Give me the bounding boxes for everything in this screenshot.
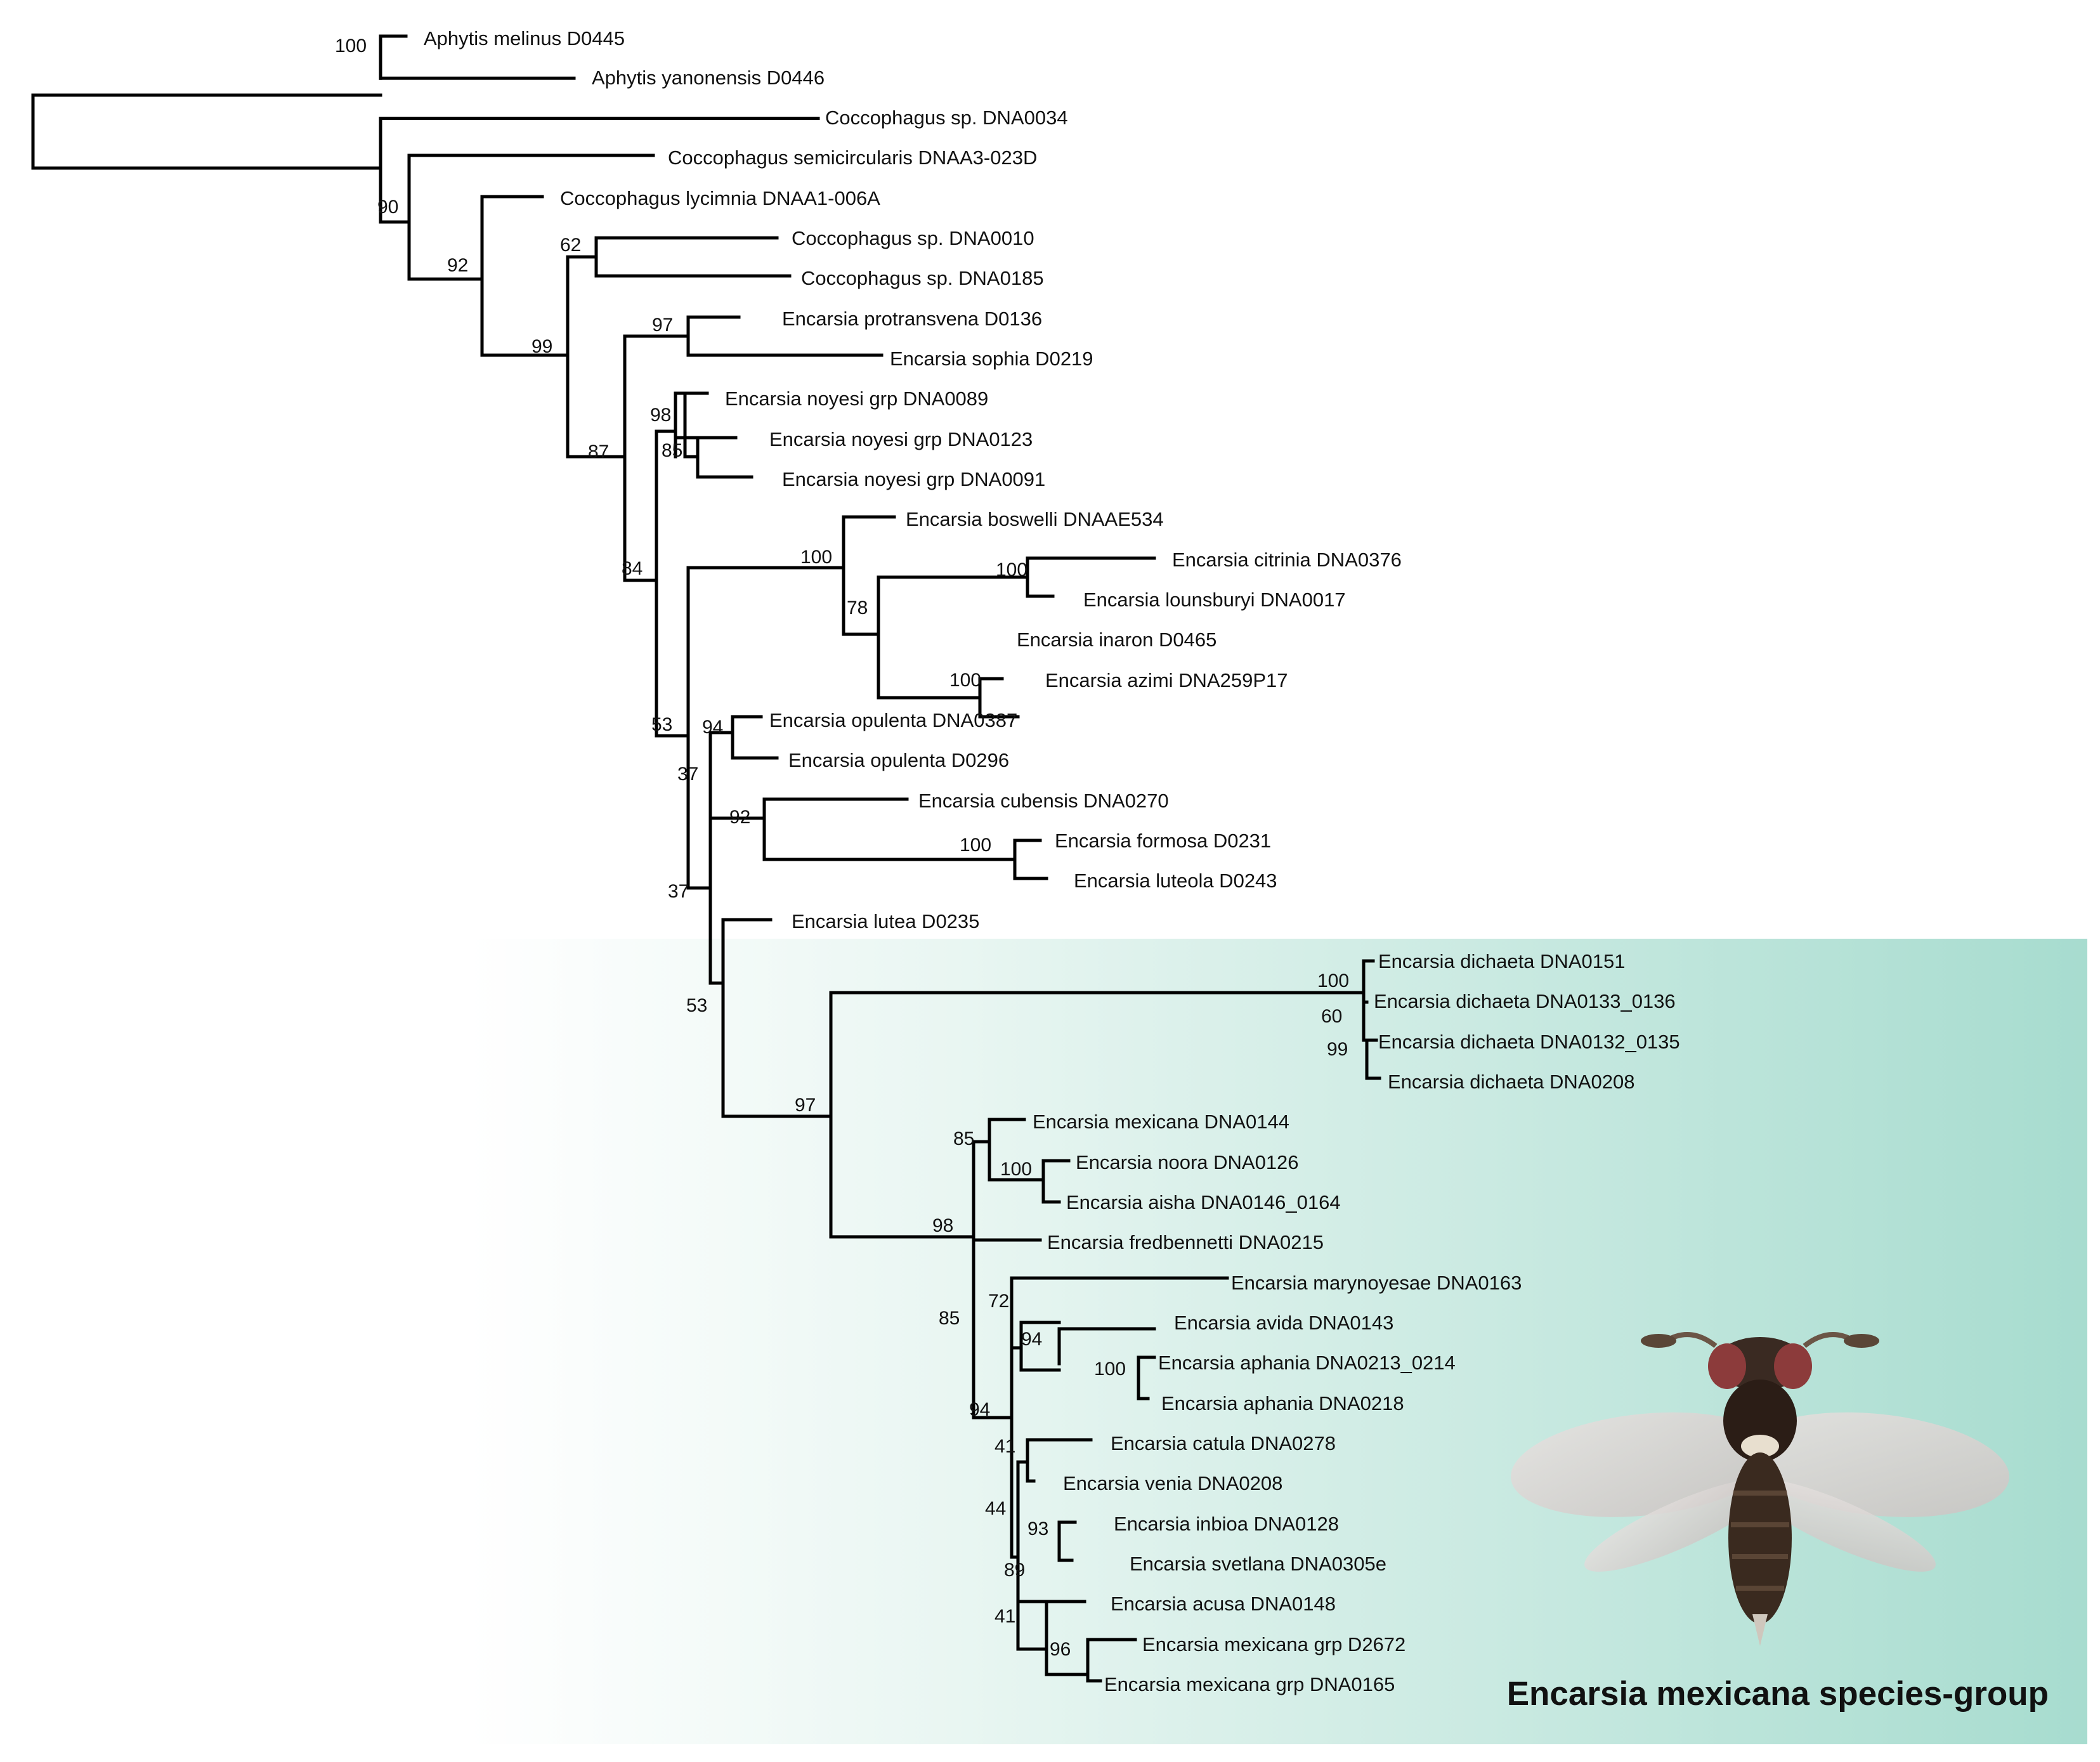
support-value: 85 xyxy=(939,1308,960,1329)
taxon-label: Encarsia luteola D0243 xyxy=(1074,870,1277,892)
support-value: 78 xyxy=(847,597,868,618)
support-value: 60 xyxy=(1321,1006,1342,1027)
support-value: 100 xyxy=(996,559,1027,580)
taxon-label: Encarsia aisha DNA0146_0164 xyxy=(1066,1191,1341,1213)
support-value: 100 xyxy=(1000,1159,1032,1180)
taxon-label: Encarsia cubensis DNA0270 xyxy=(918,790,1169,812)
wasp-image xyxy=(1510,1332,2010,1646)
taxon-label: Encarsia lounsburyi DNA0017 xyxy=(1083,589,1346,611)
support-value: 97 xyxy=(795,1095,816,1116)
support-value: 53 xyxy=(686,995,707,1016)
taxon-label: Encarsia sophia D0219 xyxy=(890,348,1093,370)
support-value: 90 xyxy=(377,197,398,218)
taxon-label: Encarsia azimi DNA259P17 xyxy=(1045,669,1288,691)
support-value: 84 xyxy=(622,558,642,579)
support-value: 99 xyxy=(1327,1039,1348,1060)
support-value: 94 xyxy=(1021,1329,1042,1350)
support-value: 100 xyxy=(960,835,991,856)
support-value: 100 xyxy=(1317,970,1349,991)
support-value: 37 xyxy=(677,764,698,785)
taxon-label: Encarsia acusa DNA0148 xyxy=(1111,1593,1336,1615)
support-value: 98 xyxy=(932,1215,953,1236)
support-values: 100 90 92 99 62 87 97 84 98 85 53 100 78 100 100 37 94 92… xyxy=(335,36,1349,1660)
taxon-label: Encarsia inaron D0465 xyxy=(1017,629,1216,651)
support-value: 96 xyxy=(1050,1639,1071,1660)
taxon-label: Encarsia fredbennetti DNA0215 xyxy=(1047,1231,1324,1253)
taxon-label: Encarsia svetlana DNA0305e xyxy=(1130,1553,1386,1575)
support-value: 92 xyxy=(447,255,468,276)
support-value: 41 xyxy=(995,1606,1015,1627)
taxon-label: Encarsia boswelli DNAAE534 xyxy=(906,508,1164,530)
taxon-label: Encarsia avida DNA0143 xyxy=(1174,1312,1393,1334)
support-value: 92 xyxy=(729,807,750,828)
taxon-label: Coccophagus sp. DNA0034 xyxy=(825,107,1068,129)
taxon-label: Encarsia opulenta DNA0387 xyxy=(769,709,1017,731)
taxon-label: Encarsia citrinia DNA0376 xyxy=(1172,549,1402,571)
taxon-label: Encarsia dichaeta DNA0208 xyxy=(1388,1071,1634,1093)
taxon-label: Encarsia dichaeta DNA0151 xyxy=(1378,950,1625,972)
taxon-label: Encarsia noyesi grp DNA0089 xyxy=(725,388,988,410)
taxon-label: Encarsia noyesi grp DNA0091 xyxy=(782,468,1045,490)
taxon-label: Encarsia venia DNA0208 xyxy=(1063,1472,1282,1494)
support-value: 100 xyxy=(335,36,367,56)
support-value: 85 xyxy=(953,1128,974,1149)
support-value: 72 xyxy=(988,1291,1009,1312)
taxon-label: Encarsia protransvena D0136 xyxy=(782,308,1042,330)
support-value: 100 xyxy=(949,670,981,691)
support-value: 44 xyxy=(985,1498,1006,1519)
taxon-label: Encarsia noyesi grp DNA0123 xyxy=(769,428,1033,450)
taxon-label: Encarsia opulenta D0296 xyxy=(788,749,1009,771)
taxon-label: Coccophagus lycimnia DNAA1-006A xyxy=(560,187,880,209)
support-value: 94 xyxy=(702,717,723,738)
taxon-label: Encarsia marynoyesae DNA0163 xyxy=(1231,1272,1522,1294)
taxon-label: Encarsia noora DNA0126 xyxy=(1076,1151,1299,1173)
support-value: 93 xyxy=(1027,1518,1048,1539)
support-value: 85 xyxy=(662,440,682,461)
taxon-label: Encarsia dichaeta DNA0132_0135 xyxy=(1378,1031,1680,1053)
support-value: 100 xyxy=(1094,1359,1126,1380)
taxon-label: Encarsia aphania DNA0218 xyxy=(1161,1392,1404,1414)
support-value: 99 xyxy=(532,336,552,357)
taxon-label: Encarsia mexicana grp D2672 xyxy=(1142,1633,1405,1655)
taxon-label: Encarsia formosa D0231 xyxy=(1055,830,1271,852)
support-value: 37 xyxy=(668,881,689,902)
taxon-label: Encarsia inbioa DNA0128 xyxy=(1114,1513,1339,1535)
taxon-label: Aphytis yanonensis D0446 xyxy=(592,67,825,89)
support-value: 41 xyxy=(995,1436,1015,1457)
support-value: 97 xyxy=(652,315,673,336)
species-group-title: Encarsia mexicana species-group xyxy=(1507,1675,2049,1713)
taxon-label: Encarsia lutea D0235 xyxy=(792,910,979,932)
taxon-label: Coccophagus sp. DNA0185 xyxy=(801,267,1044,289)
support-value: 89 xyxy=(1004,1560,1025,1581)
support-value: 100 xyxy=(800,547,832,568)
support-value: 94 xyxy=(969,1399,990,1420)
tree-branches xyxy=(31,34,1381,1683)
taxon-label: Aphytis melinus D0445 xyxy=(424,27,625,49)
support-value: 87 xyxy=(588,441,609,462)
taxon-label: Coccophagus semicircularis DNAA3-023D xyxy=(668,147,1037,169)
support-value: 62 xyxy=(560,235,581,256)
taxon-label: Encarsia dichaeta DNA0133_0136 xyxy=(1374,990,1676,1012)
taxon-label: Coccophagus sp. DNA0010 xyxy=(792,227,1034,249)
support-value: 98 xyxy=(650,405,671,426)
taxon-label: Encarsia aphania DNA0213_0214 xyxy=(1158,1352,1456,1374)
species-group-panel xyxy=(469,939,2087,1744)
support-value: 53 xyxy=(651,714,672,735)
taxon-label: Encarsia mexicana DNA0144 xyxy=(1033,1111,1289,1133)
taxon-label: Encarsia catula DNA0278 xyxy=(1111,1432,1336,1454)
taxon-label: Encarsia mexicana grp DNA0165 xyxy=(1104,1673,1395,1695)
